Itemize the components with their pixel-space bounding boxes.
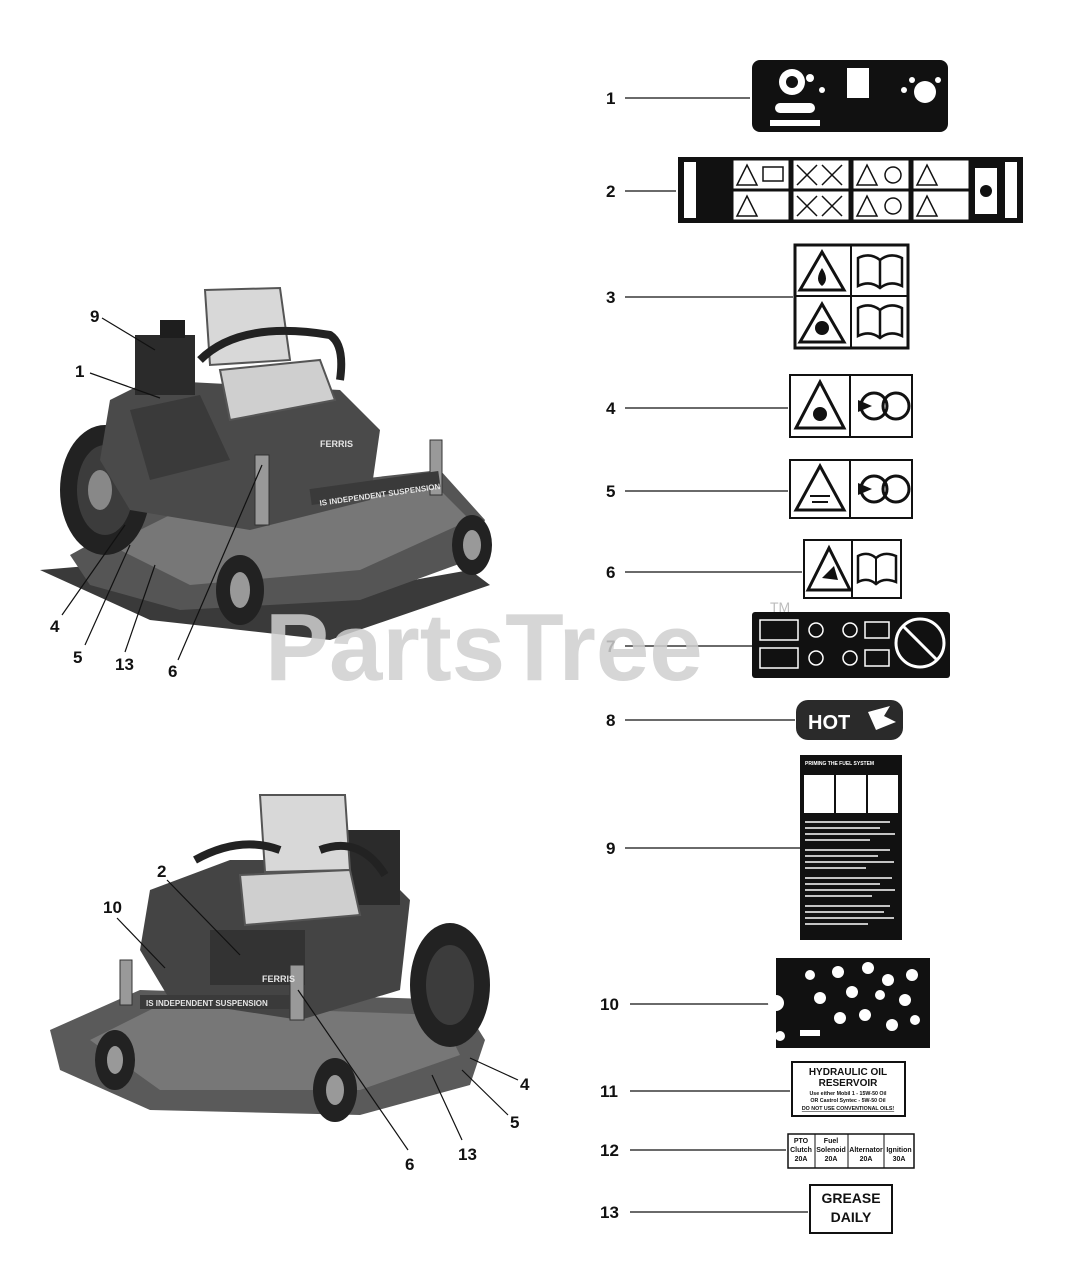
callout-top-1: 1 (75, 362, 84, 381)
decal-12-c1-mid: Clutch (790, 1147, 812, 1154)
decal-num-13: 13 (600, 1203, 619, 1222)
decal-13-line-1: GREASE (821, 1190, 880, 1206)
decal-6 (803, 539, 902, 599)
decal-10 (768, 958, 930, 1048)
leader-lines-bottom (116, 879, 519, 1151)
decal-number-column: 1 2 3 4 5 6 7 8 9 10 11 12 13 (600, 89, 808, 1222)
decal-8-text: HOT (808, 712, 850, 734)
decal-9-title: PRIMING THE FUEL SYSTEM (805, 761, 874, 767)
decal-11-line-1: HYDRAULIC OIL (809, 1067, 887, 1078)
decal-12-c2-amp: 20A (825, 1156, 838, 1163)
watermark-text: PartsTree (265, 594, 703, 701)
callout-bottom-10: 10 (103, 898, 122, 917)
watermark-tm: TM (770, 599, 790, 615)
decal-13: GREASE DAILY (809, 1184, 893, 1234)
decal-num-11: 11 (600, 1082, 618, 1101)
callout-top-6: 6 (168, 662, 177, 681)
decal-7 (752, 612, 950, 678)
decal-1 (752, 60, 948, 132)
decal-num-2: 2 (606, 182, 615, 201)
decal-12-c1-amp: 20A (795, 1156, 808, 1163)
decal-4 (789, 374, 913, 438)
decal-num-5: 5 (606, 482, 615, 501)
decal-3 (793, 243, 910, 350)
decal-12-c3-amp: 20A (860, 1156, 873, 1163)
decal-11: HYDRAULIC OIL RESERVOIR Use either Mobil… (791, 1061, 906, 1117)
callout-bottom-4: 4 (520, 1075, 530, 1094)
decal-11-line-3: Use either Mobil 1 - 15W-50 Oil (809, 1091, 887, 1097)
callout-top-4: 4 (50, 617, 60, 636)
decal-11-line-4: OR Castrol Syntec - 5W-50 Oil (810, 1098, 886, 1104)
decal-12-c3-mid: Alternator (849, 1147, 883, 1154)
callout-bottom-2: 2 (157, 862, 166, 881)
decal-num-6: 6 (606, 563, 615, 582)
brand-text-top: FERRIS (320, 439, 353, 449)
decal-num-10: 10 (600, 995, 619, 1014)
decal-num-3: 3 (606, 288, 615, 307)
decal-12-c4-amp: 30A (893, 1156, 906, 1163)
decal-5 (789, 459, 913, 519)
callout-bottom-5: 5 (510, 1113, 519, 1132)
callout-top-9: 9 (90, 307, 99, 326)
decal-2 (678, 157, 1023, 223)
callout-bottom-6: 6 (405, 1155, 414, 1174)
decal-12-c4-mid: Ignition (886, 1147, 911, 1154)
decal-12-c2-top: Fuel (824, 1138, 838, 1145)
leader-lines-top (61, 317, 263, 661)
brand-text-bottom: FERRIS (262, 974, 295, 984)
decal-11-line-5: DO NOT USE CONVENTIONAL OILS! (802, 1106, 895, 1112)
decal-num-9: 9 (606, 839, 615, 858)
watermark: PartsTree TM (265, 594, 790, 701)
mower-illustration-bottom: IS INDEPENDENT SUSPENSION FERRIS (50, 794, 490, 1122)
mower-illustration-top: IS INDEPENDENT SUSPENSION FERRIS (40, 286, 492, 640)
deck-text-bottom: IS INDEPENDENT SUSPENSION (146, 999, 268, 1008)
decal-11-line-2: RESERVOIR (819, 1078, 878, 1089)
callout-bottom-13: 13 (458, 1145, 477, 1164)
callout-top-13: 13 (115, 655, 134, 674)
decal-num-7: 7 (606, 637, 615, 656)
decal-num-1: 1 (606, 89, 615, 108)
decal-9: PRIMING THE FUEL SYSTEM (800, 755, 902, 940)
decal-13-line-2: DAILY (831, 1209, 872, 1225)
decal-num-4: 4 (606, 399, 616, 418)
decal-num-8: 8 (606, 711, 615, 730)
decal-12-c1-top: PTO (794, 1138, 809, 1145)
decal-8: HOT (796, 700, 903, 740)
decal-12: PTO Clutch 20A Fuel Solenoid 20A Alterna… (787, 1133, 915, 1169)
decal-num-12: 12 (600, 1141, 619, 1160)
callout-top-5: 5 (73, 648, 82, 667)
decal-12-c2-mid: Solenoid (816, 1147, 846, 1154)
